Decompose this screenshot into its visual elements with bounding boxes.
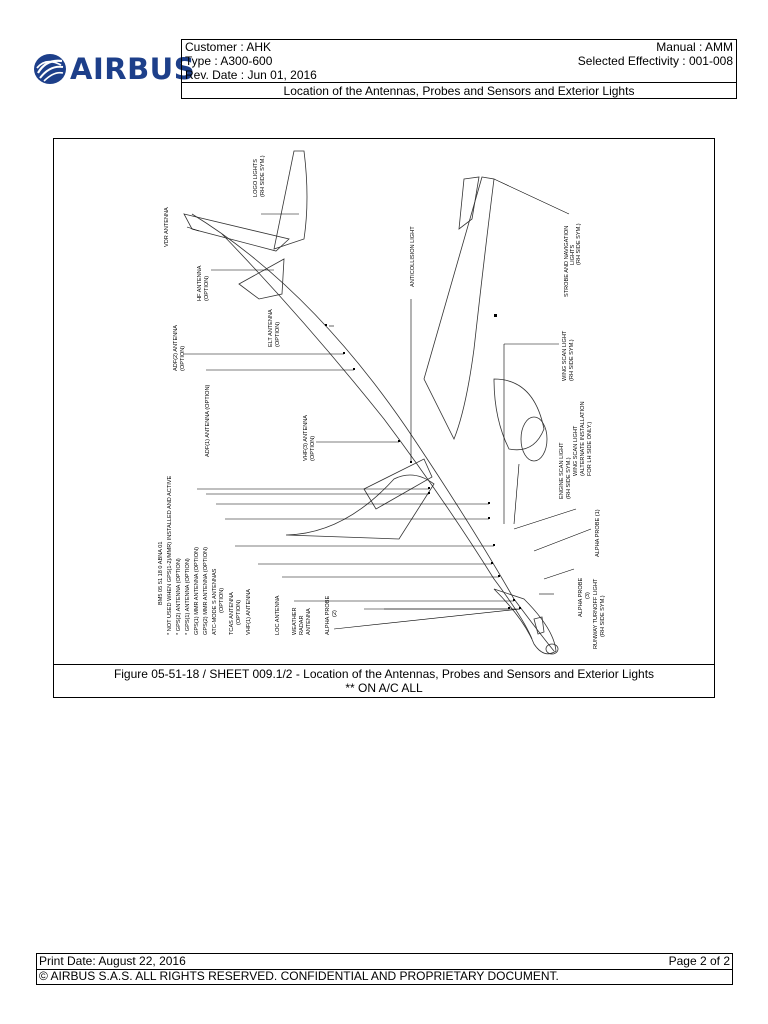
label-gps2: * GPS(2) ANTENNA (OPTION) bbox=[176, 558, 182, 635]
label-vhf3-antenna-sub: (OPTION) bbox=[310, 436, 316, 461]
leader-lines bbox=[184, 178, 592, 630]
label-elt-antenna: ELT ANTENNA bbox=[268, 309, 274, 347]
label-alpha-probe-2-sub: (2) bbox=[332, 610, 338, 617]
label-tcas-sub: (OPTION) bbox=[236, 600, 242, 625]
label-adf1-antenna: ADF(1) ANTENNA (OPTION) bbox=[205, 384, 211, 457]
label-gps2-mmr: GPS(2) MMR ANTENNA (OPTION) bbox=[203, 547, 209, 635]
label-alpha-probe-3-sub: (3) bbox=[585, 592, 591, 599]
label-weather-3: ANTENNA bbox=[306, 608, 312, 635]
label-weather-1: WEATHER bbox=[292, 607, 298, 635]
print-date: Print Date: August 22, 2016 bbox=[39, 954, 186, 968]
label-loc: LOC ANTENNA bbox=[275, 595, 281, 635]
location-markers bbox=[325, 314, 521, 609]
figure-frame: LOGO LIGHTS (RH SIDE SYM.) VDR ANTENNA H… bbox=[53, 138, 715, 698]
label-wing-scan-alt-3: FOR LH SIDE ONLY.) bbox=[587, 422, 593, 476]
rev-date-field: Rev. Date : Jun 01, 2016 bbox=[185, 68, 317, 82]
label-hf-antenna-sub: (OPTION) bbox=[204, 276, 210, 301]
airbus-swirl-icon bbox=[34, 54, 66, 84]
figure-caption: Figure 05-51-18 / SHEET 009.1/2 - Locati… bbox=[54, 664, 714, 698]
label-strobe-nav-sub: (RH SIDE SYM.) bbox=[576, 223, 582, 265]
label-hf-antenna: HF ANTENNA bbox=[197, 265, 203, 301]
label-adf2-antenna: ADF(2) ANTENNA bbox=[173, 325, 179, 371]
label-strobe-nav-2: LIGHTS bbox=[570, 245, 576, 265]
document-title: Location of the Antennas, Probes and Sen… bbox=[182, 82, 736, 100]
label-elt-antenna-sub: (OPTION) bbox=[275, 322, 281, 347]
label-runway-turnoff-sub: (RH SIDE SYM.) bbox=[600, 595, 606, 637]
label-alpha-probe-3: ALPHA PROBE bbox=[578, 578, 584, 617]
label-atc: ATC-MODE S ANTENNAS bbox=[212, 568, 218, 635]
label-wing-scan-alt-1: WING SCAN LIGHT bbox=[573, 425, 579, 476]
manual-field: Manual : AMM bbox=[656, 40, 733, 54]
label-wing-scan-alt-2: (ALTERNATE INSTALLATION bbox=[580, 402, 586, 477]
caption-line-1: Figure 05-51-18 / SHEET 009.1/2 - Locati… bbox=[113, 667, 655, 681]
label-alpha-probe-2: ALPHA PROBE bbox=[325, 596, 331, 635]
label-tcas: TCAS ANTENNA bbox=[229, 592, 235, 635]
label-weather-2: RADAR bbox=[299, 615, 305, 635]
label-gps1: * GPS(1) ANTENNA (OPTION) bbox=[185, 558, 191, 635]
copyright-notice: © AIRBUS S.A.S. ALL RIGHTS RESERVED. CON… bbox=[39, 969, 559, 983]
page-number: Page 2 of 2 bbox=[668, 954, 730, 968]
aircraft-diagram: LOGO LIGHTS (RH SIDE SYM.) VDR ANTENNA H… bbox=[158, 150, 606, 655]
label-engine-scan: ENGINE SCAN LIGHT bbox=[559, 442, 565, 499]
document-footer: Print Date: August 22, 2016 Page 2 of 2 … bbox=[36, 953, 733, 985]
document-header: Customer : AHK Manual : AMM Type : A300-… bbox=[181, 39, 737, 99]
type-field: Type : A300-600 bbox=[185, 54, 273, 68]
effectivity-field: Selected Effectivity : 001-008 bbox=[577, 54, 733, 68]
label-atc-sub: (OPTION) bbox=[219, 588, 225, 613]
label-logo-lights-sub: (RH SIDE SYM.) bbox=[260, 155, 266, 197]
label-note: * NOT USED WHEN GPS(1-2)/MMR) INSTALLED … bbox=[167, 475, 173, 635]
label-vhf1: VHF(1) ANTENNA bbox=[246, 589, 252, 635]
aircraft-outline bbox=[183, 150, 559, 655]
label-vdr-antenna: VDR ANTENNA bbox=[164, 207, 170, 247]
customer-field: Customer : AHK bbox=[185, 40, 272, 54]
label-gps1-mmr: GPS(1) MMR ANTENNA (OPTION) bbox=[194, 547, 200, 635]
airbus-wordmark: AIRBUS bbox=[70, 52, 196, 86]
label-ref: BM5 05 51 18 0 ABNA 01 bbox=[158, 542, 164, 605]
label-vhf3-antenna: VHF(3) ANTENNA bbox=[303, 415, 309, 461]
label-anticollision-light: ANTICOLLISION LIGHT bbox=[410, 226, 416, 287]
label-alpha-probe-1: ALPHA PROBE (1) bbox=[595, 509, 601, 557]
label-logo-lights: LOGO LIGHTS bbox=[253, 159, 259, 197]
caption-line-2: ** ON A/C ALL bbox=[345, 681, 423, 695]
label-wing-scan-sub: (RH SIDE SYM.) bbox=[569, 339, 575, 381]
label-runway-turnoff: RUNWAY TURNOFF LIGHT bbox=[593, 578, 599, 649]
label-engine-scan-sub: (RH SIDE SYM.) bbox=[566, 457, 572, 499]
label-wing-scan: WING SCAN LIGHT bbox=[562, 330, 568, 381]
label-adf2-antenna-sub: (OPTION) bbox=[180, 346, 186, 371]
airbus-logo: AIRBUS bbox=[32, 50, 195, 88]
label-strobe-nav: STROBE AND NAVIGATION bbox=[564, 226, 570, 297]
diagram-labels: LOGO LIGHTS (RH SIDE SYM.) VDR ANTENNA H… bbox=[158, 155, 606, 649]
